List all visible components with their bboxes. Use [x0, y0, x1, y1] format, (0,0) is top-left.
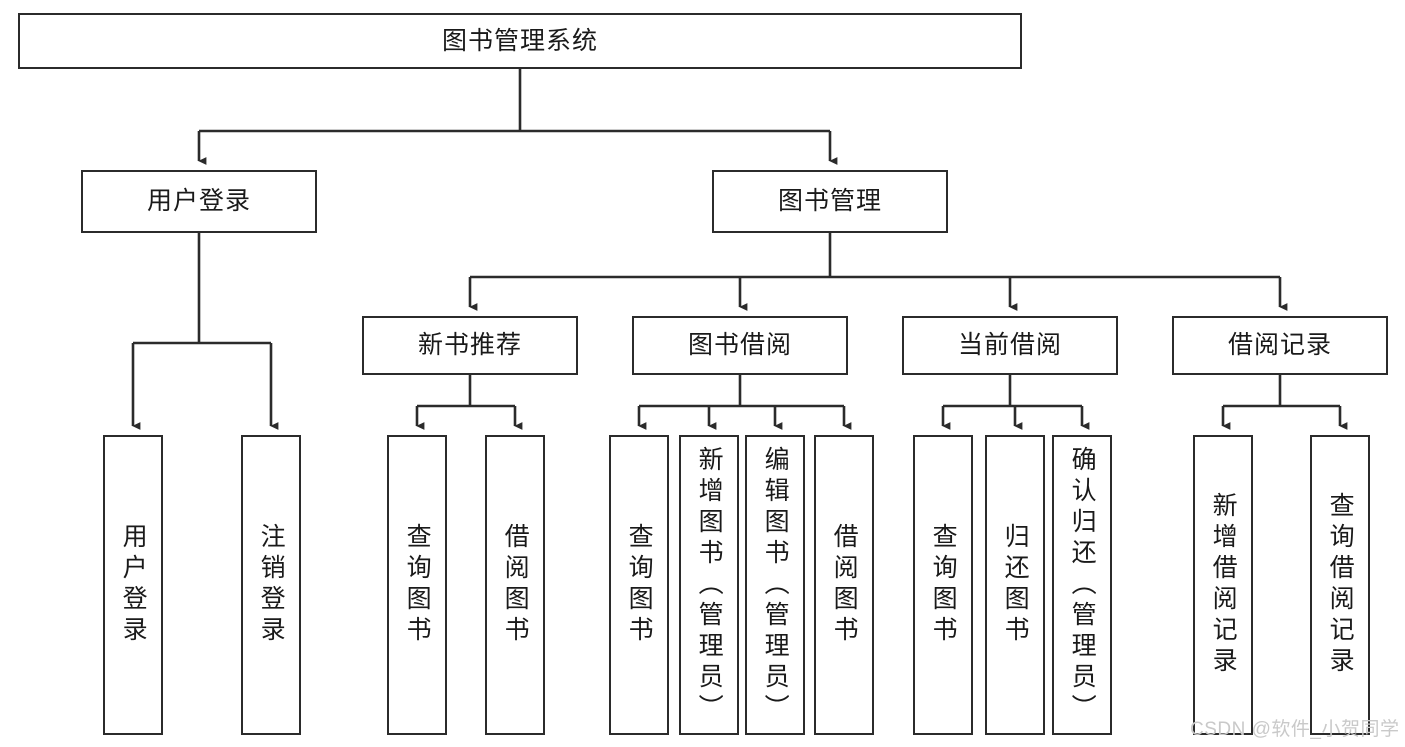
node-label-leaf-confirm-return-admin: 确认归还（管理员） — [1068, 445, 1097, 725]
node-label-leaf-add-book-admin: 新增图书（管理员） — [695, 445, 724, 725]
node-leaf-add-borrow-record[interactable]: 新增借阅记录 — [1193, 435, 1253, 735]
node-label-leaf-query-book-borrow: 查询图书 — [625, 523, 654, 647]
node-leaf-query-book-borrow[interactable]: 查询图书 — [609, 435, 669, 735]
node-root[interactable]: 图书管理系统 — [18, 13, 1022, 69]
node-label-book-borrow: 图书借阅 — [687, 331, 792, 360]
node-leaf-confirm-return-admin[interactable]: 确认归还（管理员） — [1052, 435, 1112, 735]
node-label-leaf-borrow-book: 借阅图书 — [830, 523, 859, 647]
node-label-leaf-logout: 注销登录 — [257, 523, 286, 647]
node-leaf-user-login[interactable]: 用户登录 — [103, 435, 163, 735]
node-current-borrow[interactable]: 当前借阅 — [902, 316, 1118, 375]
node-label-leaf-add-borrow-record: 新增借阅记录 — [1209, 492, 1238, 678]
node-book-management[interactable]: 图书管理 — [712, 170, 948, 233]
node-label-leaf-query-book-recommend: 查询图书 — [403, 523, 432, 647]
node-book-borrow[interactable]: 图书借阅 — [632, 316, 848, 375]
node-label-leaf-user-login: 用户登录 — [119, 523, 148, 647]
node-leaf-query-borrow-record[interactable]: 查询借阅记录 — [1310, 435, 1370, 735]
node-label-leaf-edit-book-admin: 编辑图书（管理员） — [761, 445, 790, 725]
node-user-login[interactable]: 用户登录 — [81, 170, 317, 233]
node-leaf-add-book-admin[interactable]: 新增图书（管理员） — [679, 435, 739, 735]
node-label-leaf-query-book-current: 查询图书 — [929, 523, 958, 647]
node-leaf-query-book-recommend[interactable]: 查询图书 — [387, 435, 447, 735]
node-borrow-records[interactable]: 借阅记录 — [1172, 316, 1388, 375]
node-label-new-book-recommend: 新书推荐 — [417, 331, 522, 360]
node-label-leaf-query-borrow-record: 查询借阅记录 — [1326, 492, 1355, 678]
node-leaf-return-book[interactable]: 归还图书 — [985, 435, 1045, 735]
node-leaf-query-book-current[interactable]: 查询图书 — [913, 435, 973, 735]
node-label-book-management: 图书管理 — [777, 187, 882, 216]
watermark-csdn: CSDN @软件_小贺同学 — [1190, 719, 1400, 740]
node-leaf-borrow-book-recommend[interactable]: 借阅图书 — [485, 435, 545, 735]
node-label-borrow-records: 借阅记录 — [1227, 331, 1332, 360]
node-label-user-login: 用户登录 — [146, 187, 251, 216]
node-label-root: 图书管理系统 — [441, 26, 598, 55]
node-label-leaf-return-book: 归还图书 — [1001, 523, 1030, 647]
node-new-book-recommend[interactable]: 新书推荐 — [362, 316, 578, 375]
node-label-current-borrow: 当前借阅 — [957, 331, 1062, 360]
node-leaf-borrow-book[interactable]: 借阅图书 — [814, 435, 874, 735]
node-leaf-logout[interactable]: 注销登录 — [241, 435, 301, 735]
node-label-leaf-borrow-book-recommend: 借阅图书 — [501, 523, 530, 647]
node-leaf-edit-book-admin[interactable]: 编辑图书（管理员） — [745, 435, 805, 735]
